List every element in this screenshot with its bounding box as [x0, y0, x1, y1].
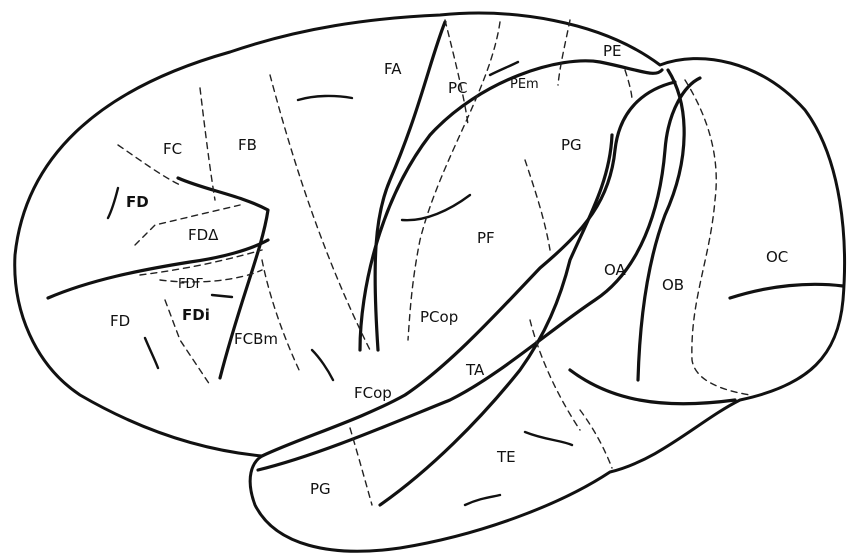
label-pcop: PCop [420, 308, 458, 326]
temporal-lower-lip [256, 76, 702, 472]
label-fb: FB [238, 136, 257, 154]
fd-lower-dimple [143, 336, 160, 370]
border-te [579, 409, 613, 469]
label-ta: TA [465, 361, 485, 379]
fcbm-dimple [310, 348, 335, 382]
border-pc-pem [407, 21, 501, 341]
label-ob: OB [662, 276, 684, 294]
pem-dimple [488, 60, 520, 77]
inferior-occipital-sulcus [568, 368, 737, 406]
border-fd-delta [134, 204, 241, 246]
border-fcbm [261, 259, 301, 373]
border-oa-ob [684, 79, 751, 396]
fd-dimple [106, 186, 120, 220]
border-pc-fa [444, 19, 469, 126]
border-fc-fd [117, 144, 181, 186]
border-pg-te-lower [349, 427, 373, 506]
label-pem: PEm [510, 77, 539, 92]
te-lower-sulcus [463, 493, 502, 507]
lunate-sulcus [636, 68, 686, 382]
te-sulcus [523, 430, 574, 447]
border-pem-pg [557, 19, 571, 86]
label-te: TE [496, 448, 516, 466]
label-pe: PE [603, 42, 622, 60]
intraparietal-sulcus [358, 59, 664, 352]
label-fa: FA [384, 60, 402, 78]
label-pg-upper: PG [561, 136, 582, 154]
principal-sulcus [46, 238, 270, 300]
label-fd-gamma: FDΓ [178, 277, 203, 292]
label-fd-delta: FDΔ [188, 226, 219, 244]
border-fcbm-lower [159, 269, 263, 283]
calcarine-sulcus [728, 282, 845, 300]
brain-outline [13, 11, 847, 553]
label-fd-lower: FD [110, 312, 130, 330]
border-fa-fb [269, 74, 371, 351]
label-pf: PF [477, 229, 495, 247]
label-fcop: FCop [354, 384, 392, 402]
label-pc: PC [448, 79, 468, 97]
superior-temporal-sulcus [378, 133, 614, 507]
border-fb-fc [199, 87, 216, 201]
fdi-tick [210, 293, 234, 299]
label-oa: OA [604, 261, 627, 279]
label-fd-upper: FD [126, 193, 149, 211]
superior-frontal-dimple [296, 94, 354, 102]
border-fd-i [164, 299, 211, 386]
pf-dimple [400, 193, 472, 222]
label-oc: OC [766, 248, 788, 266]
label-fc: FC [163, 140, 182, 158]
lateral-fissure [260, 80, 677, 458]
border-pg-pf [524, 159, 551, 251]
label-fcbm: FCBm [234, 330, 278, 348]
border-fd-gamma [139, 249, 263, 276]
border-pe [624, 69, 633, 101]
label-pg-lower: PG [310, 480, 331, 498]
arcuate-sulcus [176, 176, 270, 380]
border-pf-oa [529, 319, 581, 431]
label-fd-i: FDi [182, 306, 210, 324]
central-sulcus [373, 20, 447, 352]
